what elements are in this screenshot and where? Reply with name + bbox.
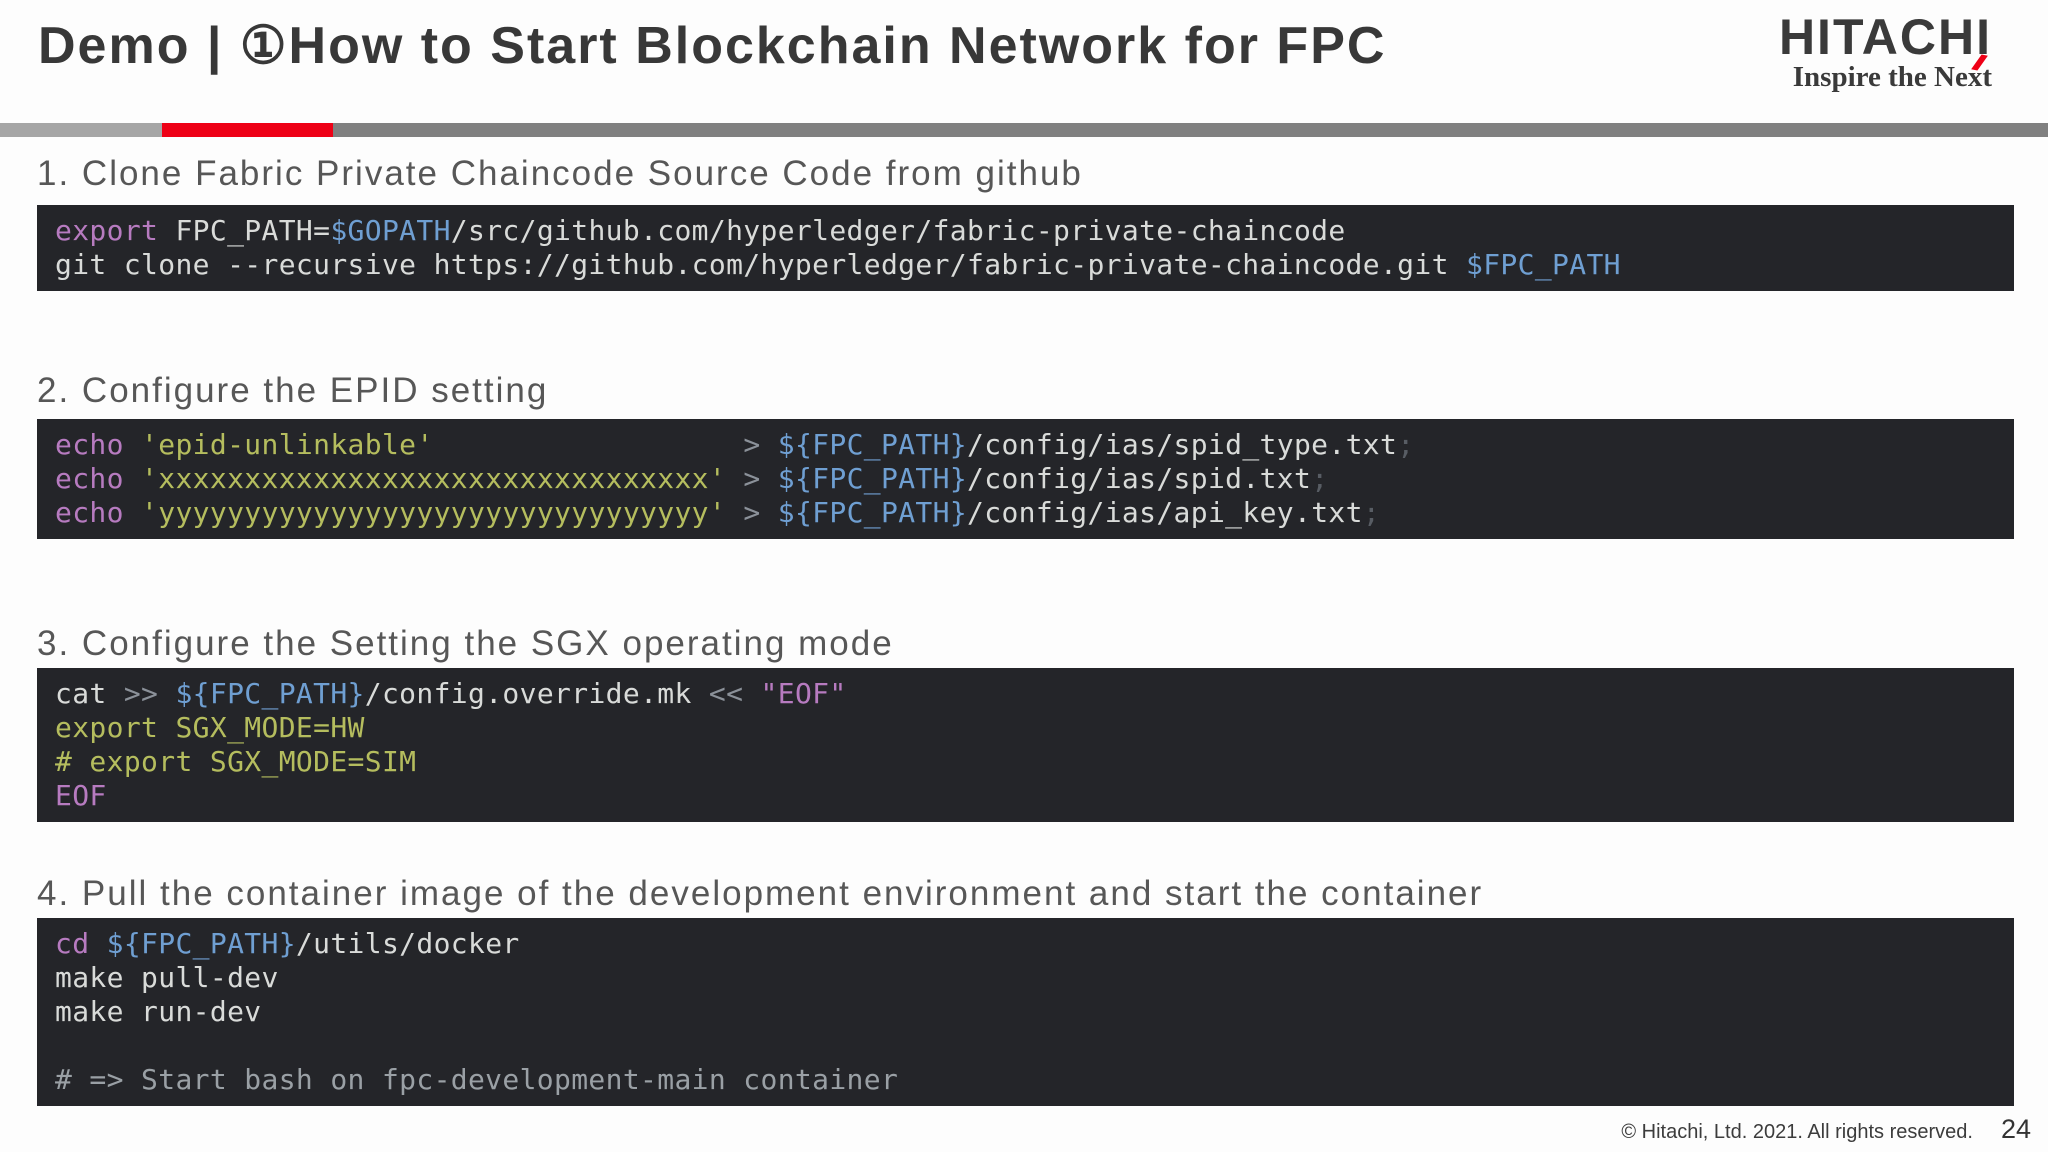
code-line: git clone --recursive https://github.com…: [55, 248, 1621, 281]
hitachi-tagline: Inspire the Next: [1792, 54, 1992, 94]
code-line: EOF: [55, 779, 107, 812]
section-1-code-block: export FPC_PATH=$GOPATH/src/github.com/h…: [37, 205, 2014, 291]
code-line: export FPC_PATH=$GOPATH/src/github.com/h…: [55, 214, 1346, 247]
slide-content: 1. Clone Fabric Private Chaincode Source…: [0, 153, 2048, 1106]
code-line: [55, 1029, 1996, 1063]
hitachi-tagline-text: Inspire the Next: [1792, 61, 1992, 93]
code-line: make run-dev: [55, 995, 262, 1028]
hitachi-logo: HITACHI Inspire the Next: [1779, 12, 1992, 94]
divider-segment-red: [162, 123, 333, 137]
code-line: echo 'yyyyyyyyyyyyyyyyyyyyyyyyyyyyyyyy' …: [55, 496, 1381, 529]
section-1: 1. Clone Fabric Private Chaincode Source…: [37, 153, 2014, 291]
section-2-heading: 2. Configure the EPID setting: [37, 371, 549, 410]
code-line: echo 'epid-unlinkable' > ${FPC_PATH}/con…: [55, 428, 1415, 461]
code-line: export SGX_MODE=HW: [55, 711, 365, 744]
code-line: # => Start bash on fpc-development-main …: [55, 1063, 899, 1096]
section-2-code-block: echo 'epid-unlinkable' > ${FPC_PATH}/con…: [37, 419, 2014, 539]
code-line: # export SGX_MODE=SIM: [55, 745, 417, 778]
hitachi-brand-text: HITACHI: [1778, 9, 1992, 65]
header: Demo | ①How to Start Blockchain Network …: [0, 0, 2048, 123]
section-3: 3. Configure the Setting the SGX operati…: [37, 623, 2014, 822]
section-4-heading: 4. Pull the container image of the devel…: [37, 874, 1484, 913]
section-1-heading: 1. Clone Fabric Private Chaincode Source…: [37, 154, 1083, 193]
section-4: 4. Pull the container image of the devel…: [37, 873, 2014, 1106]
code-line: make pull-dev: [55, 961, 279, 994]
code-line: echo 'xxxxxxxxxxxxxxxxxxxxxxxxxxxxxxxx' …: [55, 462, 1329, 495]
page-number: 24: [2000, 1114, 2031, 1144]
section-3-heading: 3. Configure the Setting the SGX operati…: [37, 624, 894, 663]
copyright-text: © Hitachi, Ltd. 2021. All rights reserve…: [1621, 1121, 1973, 1143]
section-3-code-block: cat >> ${FPC_PATH}/config.override.mk <<…: [37, 668, 2014, 822]
section-2: 2. Configure the EPID setting echo 'epid…: [37, 370, 2014, 539]
slide-title: Demo | ①How to Start Blockchain Network …: [38, 17, 1387, 75]
divider-segment-gray: [333, 123, 2048, 137]
divider-segment-light: [0, 123, 162, 137]
code-line: cd ${FPC_PATH}/utils/docker: [55, 927, 520, 960]
divider-bar: [0, 123, 2048, 137]
code-line: cat >> ${FPC_PATH}/config.override.mk <<…: [55, 677, 847, 710]
footer: © Hitachi, Ltd. 2021. All rights reserve…: [1621, 1114, 2031, 1145]
